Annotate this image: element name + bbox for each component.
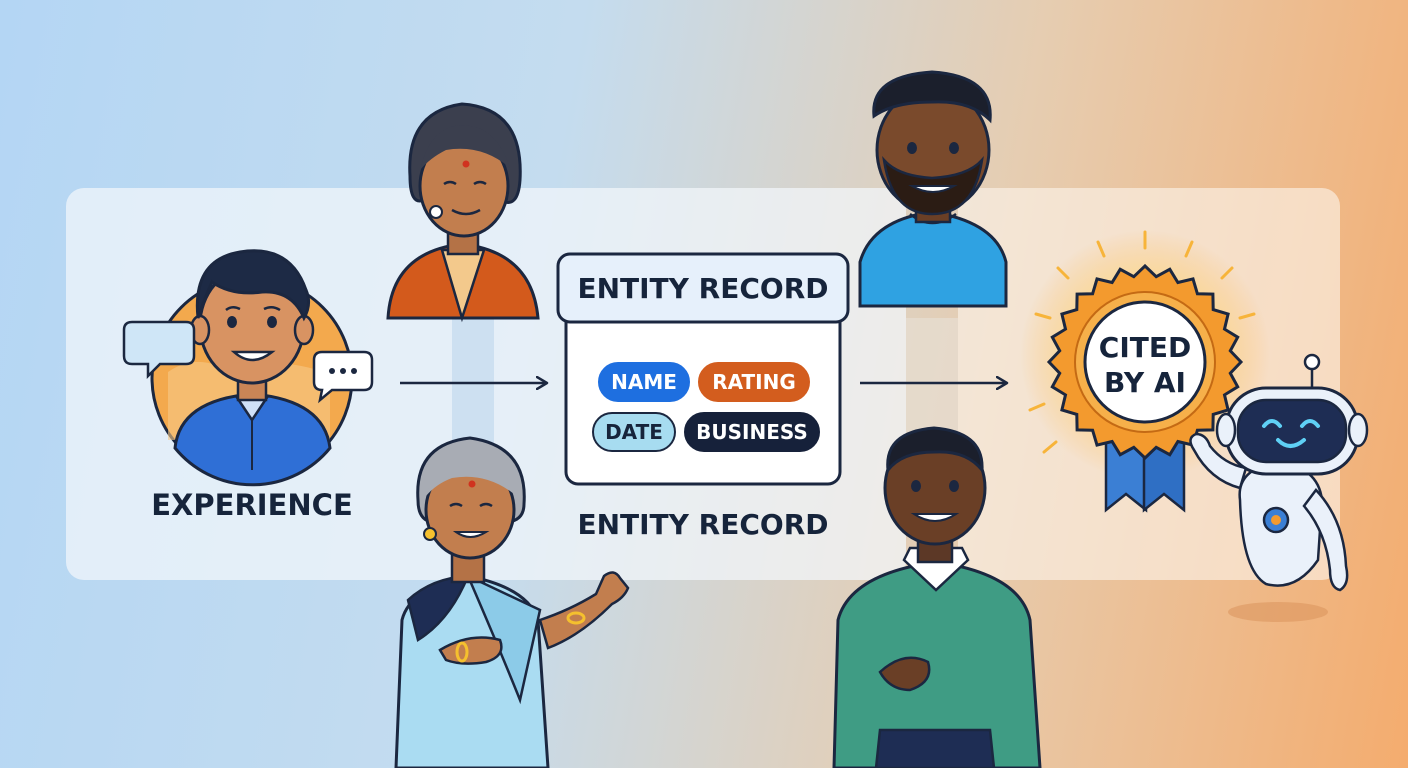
badge-label-line1: CITED xyxy=(1098,331,1192,364)
badge-rays xyxy=(1028,230,1256,454)
entity-record-caption: ENTITY RECORD xyxy=(577,508,829,541)
field-pill-business: BUSINESS xyxy=(684,412,820,452)
speech-bubble-icon-right xyxy=(312,350,374,404)
elderly-woman-avatar xyxy=(394,436,630,768)
experience-label: EXPERIENCE xyxy=(151,488,353,522)
entity-record-card-title: ENTITY RECORD xyxy=(577,272,829,305)
speech-bubble-icon-left xyxy=(122,320,196,380)
robot-icon xyxy=(1189,353,1369,622)
woman-orange-avatar xyxy=(386,102,540,323)
cited-badge xyxy=(1046,263,1244,461)
field-pill-name: NAME xyxy=(598,362,690,402)
badge-label-line2: BY AI xyxy=(1104,366,1186,399)
man-green-avatar xyxy=(832,426,1042,768)
field-pill-date: DATE xyxy=(592,412,676,452)
field-pill-rating: RATING xyxy=(698,362,810,402)
experience-avatar xyxy=(150,249,354,487)
man-blue-avatar xyxy=(858,70,1008,308)
